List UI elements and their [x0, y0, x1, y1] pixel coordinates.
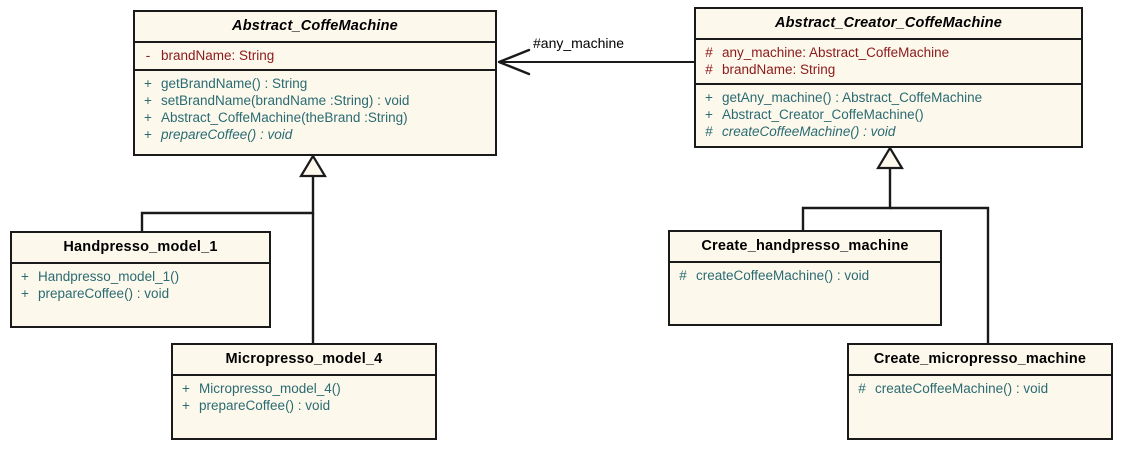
association-role-label: #any_machine [533, 35, 625, 51]
operation-row: # createCoffeeMachine() : void [696, 123, 1081, 140]
operation-row: + Abstract_Creator_CoffeMachine() [696, 106, 1081, 123]
class-box-create-handpresso-machine[interactable]: Create_handpresso_machine # createCoffee… [668, 230, 942, 326]
class-box-micropresso-model-4[interactable]: Micropresso_model_4 + Micropresso_model_… [171, 343, 437, 440]
visibility-marker: + [144, 110, 152, 125]
operation-row: + Handpresso_model_1() [12, 268, 269, 285]
attribute-row: # brandName: String [696, 61, 1081, 78]
operation-row: + getAny_machine() : Abstract_CoffeMachi… [696, 89, 1081, 106]
operations-compartment: + Micropresso_model_4() + prepareCoffee(… [173, 376, 435, 419]
compartment-divider [670, 261, 940, 263]
operations-compartment: + Handpresso_model_1() + prepareCoffee()… [12, 264, 269, 307]
compartment-divider [135, 69, 495, 71]
attributes-compartment: - brandName: String [135, 43, 495, 69]
operation-row: + setBrandName(brandName :String) : void [135, 92, 495, 109]
compartment-divider [849, 374, 1111, 376]
class-title: Abstract_CoffeMachine [232, 18, 398, 34]
operation-label: prepareCoffee() : void [161, 127, 293, 142]
compartment-divider [173, 374, 435, 376]
visibility-marker: # [705, 124, 713, 139]
visibility-marker: # [858, 381, 866, 396]
operation-row: # createCoffeeMachine() : void [670, 267, 940, 284]
operation-row: + prepareCoffee() : void [12, 285, 269, 302]
operation-label: Handpresso_model_1() [38, 269, 180, 284]
visibility-marker: + [21, 269, 29, 284]
operations-compartment: + getAny_machine() : Abstract_CoffeMachi… [696, 85, 1081, 145]
attribute-row: - brandName: String [135, 47, 495, 64]
attributes-compartment: # any_machine: Abstract_CoffeMachine # b… [696, 40, 1081, 83]
class-title: Micropresso_model_4 [225, 351, 383, 367]
visibility-marker: # [705, 62, 713, 77]
visibility-marker: + [182, 381, 190, 396]
class-title: Create_micropresso_machine [873, 351, 1087, 367]
visibility-marker: + [21, 286, 29, 301]
visibility-marker: + [144, 76, 152, 91]
attribute-row: # any_machine: Abstract_CoffeMachine [696, 44, 1081, 61]
operation-label: Micropresso_model_4() [199, 381, 341, 396]
class-box-abstract-creator-coffemachine[interactable]: Abstract_Creator_CoffeMachine # any_mach… [694, 7, 1083, 148]
operation-label: createCoffeeMachine() : void [696, 268, 870, 283]
class-box-create-micropresso-machine[interactable]: Create_micropresso_machine # createCoffe… [847, 343, 1113, 440]
compartment-divider [696, 38, 1081, 40]
operation-label: prepareCoffee() : void [199, 398, 331, 413]
generalization-triangle-icon [876, 145, 904, 170]
operation-row: + getBrandName() : String [135, 75, 495, 92]
attribute-label: brandName: String [161, 48, 275, 63]
operation-row: + Micropresso_model_4() [173, 380, 435, 397]
operation-label: setBrandName(brandName :String) : void [161, 93, 410, 108]
visibility-marker: + [705, 90, 713, 105]
operation-row: + prepareCoffee() : void [173, 397, 435, 414]
operations-compartment: # createCoffeeMachine() : void [849, 376, 1111, 402]
visibility-marker: + [705, 107, 713, 122]
class-box-abstract-coffemachine[interactable]: Abstract_CoffeMachine - brandName: Strin… [133, 10, 497, 156]
operation-row: # createCoffeeMachine() : void [849, 380, 1111, 397]
operation-label: prepareCoffee() : void [38, 286, 170, 301]
class-title: Abstract_Creator_CoffeMachine [774, 15, 1003, 31]
operation-label: createCoffeeMachine() : void [722, 124, 896, 139]
open-arrowhead-icon [497, 48, 531, 76]
operation-label: getBrandName() : String [161, 76, 308, 91]
class-title: Handpresso_model_1 [63, 239, 218, 255]
compartment-divider [12, 262, 269, 264]
visibility-marker: # [679, 268, 687, 283]
operation-row: + prepareCoffee() : void [135, 126, 495, 143]
attribute-label: any_machine: Abstract_CoffeMachine [722, 45, 950, 60]
visibility-marker: + [144, 93, 152, 108]
visibility-marker: # [705, 45, 713, 60]
operation-label: Abstract_Creator_CoffeMachine() [722, 107, 924, 122]
visibility-marker: + [182, 398, 190, 413]
compartment-divider [696, 83, 1081, 85]
compartment-divider [135, 41, 495, 43]
class-box-handpresso-model-1[interactable]: Handpresso_model_1 + Handpresso_model_1(… [10, 231, 271, 328]
operations-compartment: # createCoffeeMachine() : void [670, 263, 940, 289]
association-any-machine [497, 48, 694, 76]
generalization-triangle-icon [299, 153, 327, 178]
class-title: Create_handpresso_machine [701, 238, 909, 254]
operation-row: + Abstract_CoffeMachine(theBrand :String… [135, 109, 495, 126]
visibility-marker: - [145, 48, 151, 63]
visibility-marker: + [144, 127, 152, 142]
attribute-label: brandName: String [722, 62, 836, 77]
operations-compartment: + getBrandName() : String + setBrandName… [135, 71, 495, 148]
operation-label: Abstract_CoffeMachine(theBrand :String) [161, 110, 408, 125]
operation-label: getAny_machine() : Abstract_CoffeMachine [722, 90, 983, 105]
operation-label: createCoffeeMachine() : void [875, 381, 1049, 396]
